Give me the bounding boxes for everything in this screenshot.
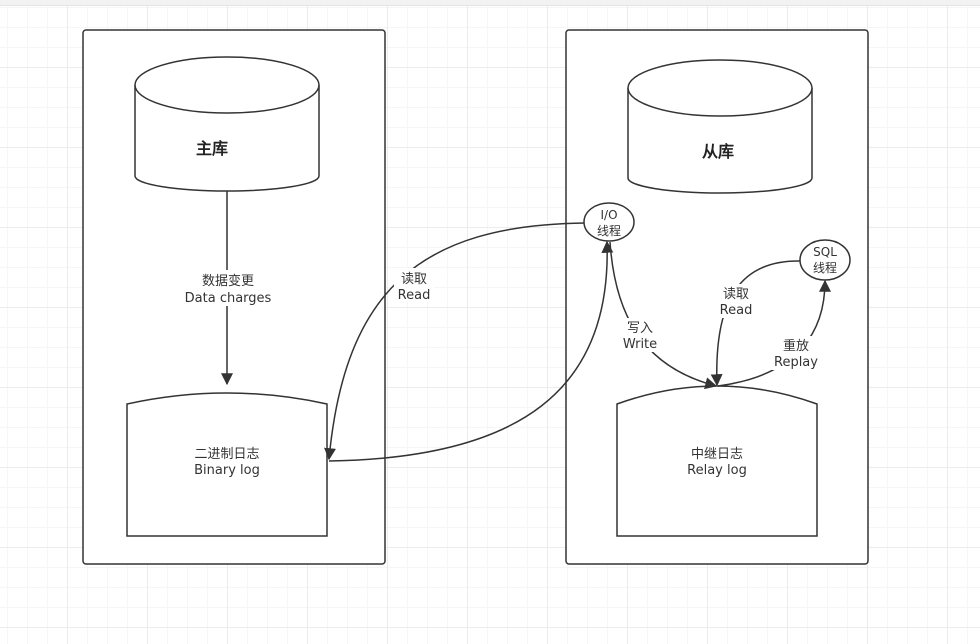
edge-io-read[interactable]: 读取 Read (324, 222, 586, 461)
io-thread-label-1: I/O (600, 208, 617, 222)
slave-db-cylinder[interactable]: 从库 (627, 59, 813, 194)
edge-sql-read[interactable]: 读取 Read (710, 260, 801, 387)
edge-sql-replay[interactable]: 重放 Replay (717, 279, 831, 387)
io-read-label-cn: 读取 (401, 272, 427, 287)
sql-replay-label-cn: 重放 (783, 338, 809, 354)
sql-read-label-cn: 读取 (723, 287, 749, 302)
io-thread-label-2: 线程 (597, 223, 621, 238)
edge-io-write[interactable]: 写入 Write (609, 241, 718, 390)
master-db-cylinder[interactable]: 主库 (134, 56, 320, 192)
io-write-label-cn: 写入 (627, 321, 653, 336)
io-read-label-en: Read (398, 288, 431, 303)
binary-log-document[interactable]: 二进制日志 Binary log (126, 392, 328, 537)
sql-thread-node[interactable]: SQL 线程 (799, 239, 851, 281)
canvas-top-edge (0, 0, 980, 6)
relay-log-document[interactable]: 中继日志 Relay log (616, 385, 818, 537)
binary-log-label-en: Binary log (194, 463, 260, 478)
io-thread-node[interactable]: I/O 线程 (583, 202, 635, 242)
data-changes-label-cn: 数据变更 (202, 273, 254, 289)
sql-read-label-en: Read (720, 303, 753, 318)
slave-db-label: 从库 (702, 142, 734, 161)
master-db-label: 主库 (196, 139, 228, 158)
io-write-label-en: Write (623, 337, 657, 352)
sql-thread-label-2: 线程 (813, 260, 837, 275)
edge-binlog-to-io[interactable] (328, 240, 614, 462)
relay-log-label-cn: 中继日志 (691, 447, 743, 462)
edge-data-changes[interactable]: 数据变更 Data charges (184, 191, 272, 386)
binary-log-label-cn: 二进制日志 (194, 447, 259, 462)
sql-thread-label-1: SQL (813, 245, 837, 259)
data-changes-label-en: Data charges (185, 291, 272, 306)
relay-log-label-en: Relay log (687, 463, 747, 478)
sql-replay-label-en: Replay (774, 355, 818, 370)
